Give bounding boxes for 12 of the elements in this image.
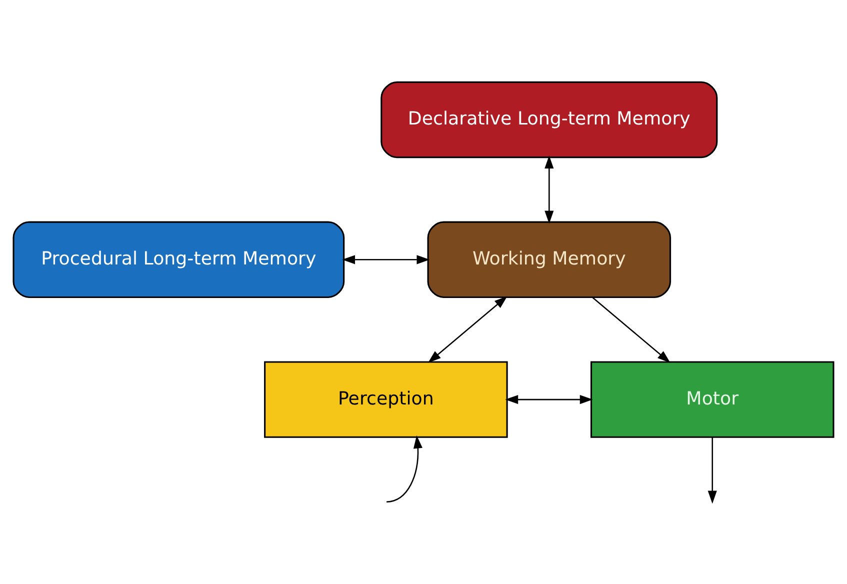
arrow: [342, 254, 430, 264]
node-box: Working Memory: [427, 220, 672, 298]
node-box: Motor: [590, 360, 834, 438]
arrow: [708, 436, 717, 504]
arrow: [505, 394, 593, 404]
arrow: [592, 296, 670, 362]
arrow: [386, 434, 422, 502]
node-box: Procedural Long-term Memory: [12, 220, 345, 298]
node-box: Declarative Long-term Memory: [380, 80, 718, 158]
arrow: [544, 155, 554, 224]
node-box: Perception: [264, 360, 508, 438]
arrow: [428, 296, 508, 362]
